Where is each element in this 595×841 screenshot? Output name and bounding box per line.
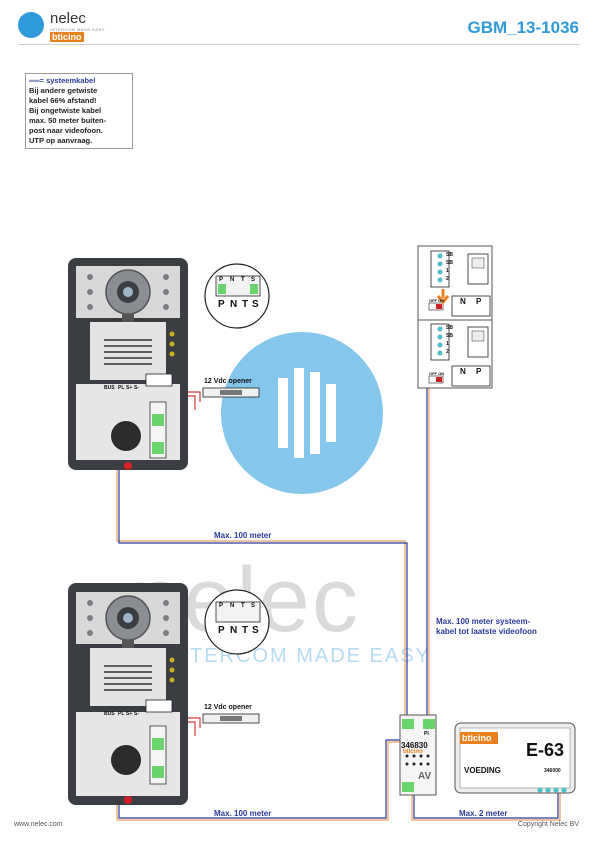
inset-top-label-n: N bbox=[230, 277, 235, 283]
panel-terminal-pl: PL bbox=[118, 385, 125, 391]
cable-label-riser-line-2: kabel tot laatste videofoon bbox=[436, 627, 537, 636]
vp1-terminal-sb1: SB bbox=[446, 252, 453, 258]
panel-terminal-bus: BUS bbox=[104, 385, 115, 391]
inset-bottom-label-n: N bbox=[230, 603, 235, 609]
door-opener-bottom bbox=[202, 713, 260, 724]
brand-tagline: INTERCOM MADE EASY bbox=[50, 27, 105, 32]
distributor-model: 346830 bbox=[401, 741, 428, 750]
legend-line: Bij andere getwiste bbox=[29, 86, 98, 95]
panel-terminal-splus: S+ bbox=[126, 711, 133, 717]
video-distributor bbox=[399, 714, 437, 796]
cable-label-psu-run: Max. 2 meter bbox=[459, 809, 508, 818]
inset-top-big-t: T bbox=[242, 299, 249, 310]
vp1-terminal-sb2: SB bbox=[446, 260, 453, 266]
footer-website: www.nelec.com bbox=[14, 821, 63, 828]
panel-terminal-splus: S+ bbox=[126, 385, 133, 391]
inset-top-label-s: S bbox=[251, 277, 256, 283]
vp1-terminal-1: 1 bbox=[446, 268, 449, 274]
inset-top-label-t: T bbox=[241, 277, 245, 283]
psu-part-number: 346000 bbox=[544, 768, 561, 774]
legend-line: max. 50 meter buiten- bbox=[29, 116, 107, 125]
inset-top-big-s: S bbox=[252, 299, 259, 310]
panel-terminal-bus: BUS bbox=[104, 711, 115, 717]
inset-bottom-big-p: P bbox=[218, 625, 225, 636]
panel-terminal-smin: S- bbox=[134, 385, 139, 391]
cable-runs bbox=[116, 388, 561, 821]
panel-terminal-smin: S- bbox=[134, 711, 139, 717]
vp2-terminal-sb2: SB bbox=[446, 333, 453, 339]
distributor-brand: bticino bbox=[403, 749, 423, 755]
vp2-power-n: N bbox=[460, 367, 466, 376]
status-led-icon bbox=[124, 796, 132, 804]
call-button bbox=[111, 421, 141, 451]
legend-line: Bij ongetwiste kabel bbox=[29, 106, 102, 115]
psu-name: VOEDING bbox=[464, 766, 501, 775]
watermark-logo-bars bbox=[278, 368, 336, 458]
cable-legend-swatch: ══ bbox=[29, 76, 40, 85]
panel-terminal-pl: PL bbox=[118, 711, 125, 717]
legend-line: post naar videofoon. bbox=[29, 126, 103, 135]
vp1-terminal-2: 2 bbox=[446, 276, 449, 282]
outdoor-panel-bottom bbox=[68, 583, 188, 805]
door-opener-top bbox=[202, 387, 260, 398]
legend-line: kabel 66% afstand! bbox=[29, 96, 97, 105]
inset-bottom-big-n: N bbox=[230, 625, 238, 636]
videophone-unit-2 bbox=[417, 319, 493, 389]
speaker-grille-icon bbox=[104, 665, 152, 691]
nelec-logo-icon bbox=[18, 12, 44, 38]
vp1-switch-label: OFF ON bbox=[429, 298, 445, 303]
document-id: GBM_13-1036 bbox=[467, 18, 579, 37]
call-button bbox=[111, 745, 141, 775]
cable-label-top-run: Max. 100 meter bbox=[214, 531, 272, 540]
footer-copyright: Copyright Nelec BV bbox=[517, 821, 579, 828]
inset-top-label-p: P bbox=[219, 277, 224, 283]
header-divider bbox=[18, 44, 580, 45]
inset-bottom-label-p: P bbox=[219, 603, 224, 609]
power-supply-unit bbox=[454, 722, 576, 794]
terminal-zoom-inset-bottom bbox=[204, 589, 270, 655]
bticino-logo: bticino bbox=[50, 32, 84, 42]
vp2-terminal-1: 1 bbox=[446, 341, 449, 347]
vp2-terminal-sb1: SB bbox=[446, 325, 453, 331]
inset-bottom-big-t: T bbox=[242, 625, 249, 636]
psu-brand: bticino bbox=[462, 733, 492, 743]
inset-bottom-label-t: T bbox=[241, 603, 245, 609]
videophone-unit-1 bbox=[417, 245, 493, 321]
inset-bottom-big-s: S bbox=[252, 625, 259, 636]
brand-name: nelec bbox=[50, 10, 86, 27]
vp2-power-p: P bbox=[476, 367, 482, 376]
status-led-icon bbox=[124, 462, 132, 470]
legend-line: UTP op aanvraag. bbox=[29, 136, 93, 145]
opener-label-bottom: 12 Vdc opener bbox=[204, 704, 252, 711]
distributor-av-label: AV bbox=[418, 771, 432, 782]
cable-legend-note: ══= systeemkabel Bij andere getwiste kab… bbox=[25, 73, 133, 149]
opener-label-top: 12 Vdc opener bbox=[204, 378, 252, 385]
arrow-down-icon bbox=[436, 289, 450, 305]
vp1-power-p: P bbox=[476, 297, 482, 306]
cable-label-riser-line-1: Max. 100 meter systeem- bbox=[436, 617, 531, 626]
speaker-grille-icon bbox=[104, 339, 152, 365]
cable-legend-label: = systeemkabel bbox=[39, 76, 96, 85]
vp1-power-n: N bbox=[460, 297, 466, 306]
distributor-pi-label: PI bbox=[424, 731, 429, 737]
cable-label-bottom-run: Max. 100 meter bbox=[214, 809, 272, 818]
inset-top-big-n: N bbox=[230, 299, 238, 310]
vp2-switch-label: OFF ON bbox=[429, 371, 445, 376]
vp2-terminal-2: 2 bbox=[446, 349, 449, 355]
inset-bottom-label-s: S bbox=[251, 603, 256, 609]
psu-model: E-63 bbox=[526, 740, 565, 760]
outdoor-panel-top bbox=[68, 258, 188, 470]
inset-top-big-p: P bbox=[218, 299, 225, 310]
terminal-zoom-inset-top bbox=[204, 263, 270, 329]
